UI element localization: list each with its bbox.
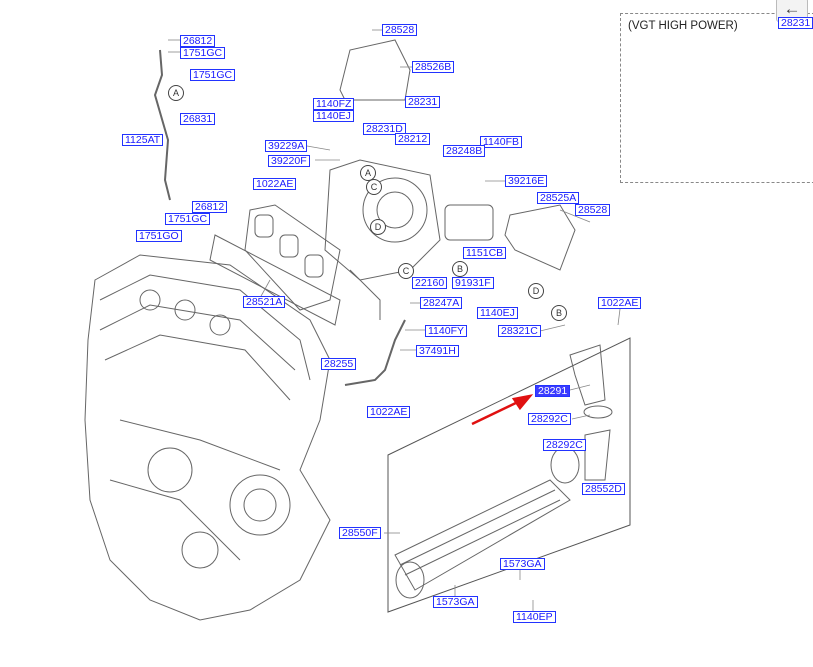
part-label-39216e[interactable]: 39216E bbox=[505, 175, 548, 187]
part-label-28528[interactable]: 28528 bbox=[575, 204, 611, 216]
part-label-28247a[interactable]: 28247A bbox=[420, 297, 463, 309]
callout-d: D bbox=[370, 219, 386, 235]
part-label-1022ae[interactable]: 1022AE bbox=[367, 406, 411, 418]
part-label-1140fz[interactable]: 1140FZ bbox=[313, 98, 355, 110]
part-label-91931f[interactable]: 91931F bbox=[452, 277, 494, 289]
egr-group-outline bbox=[387, 337, 631, 613]
inset-part-label[interactable]: 28231 bbox=[778, 17, 813, 29]
inset-title: (VGT HIGH POWER) bbox=[628, 20, 738, 32]
part-label-28526b[interactable]: 28526B bbox=[412, 61, 455, 73]
actuator-drawing bbox=[444, 204, 494, 241]
callout-b: B bbox=[551, 305, 567, 321]
part-label-1125at[interactable]: 1125AT bbox=[122, 134, 164, 146]
part-label-28291[interactable]: 28291 bbox=[535, 385, 571, 397]
part-label-28231[interactable]: 28231 bbox=[405, 96, 441, 108]
oil-feed-pipe-drawing bbox=[153, 49, 171, 201]
part-label-28212[interactable]: 28212 bbox=[395, 133, 431, 145]
part-label-1573ga[interactable]: 1573GA bbox=[500, 558, 545, 570]
part-label-26812[interactable]: 26812 bbox=[192, 201, 228, 213]
part-label-1140fb[interactable]: 1140FB bbox=[480, 136, 522, 148]
callout-c: C bbox=[398, 263, 414, 279]
part-label-39220f[interactable]: 39220F bbox=[268, 155, 310, 167]
inset-panel bbox=[620, 13, 813, 183]
turbocharger-drawing bbox=[324, 39, 441, 320]
egr-pipe-drawing bbox=[569, 344, 606, 406]
callout-c: C bbox=[366, 179, 382, 195]
exhaust-manifold-drawing bbox=[209, 204, 341, 326]
part-label-1751gc[interactable]: 1751GC bbox=[190, 69, 236, 81]
callout-d: D bbox=[528, 283, 544, 299]
part-label-28550f[interactable]: 28550F bbox=[339, 527, 381, 539]
part-label-28552d[interactable]: 28552D bbox=[582, 483, 625, 495]
part-label-26831[interactable]: 26831 bbox=[180, 113, 216, 125]
part-label-1151cb[interactable]: 1151CB bbox=[463, 247, 507, 259]
part-label-1751gc[interactable]: 1751GC bbox=[180, 47, 226, 59]
egr-cooler-drawing bbox=[394, 479, 571, 591]
part-label-1751go[interactable]: 1751GO bbox=[136, 230, 182, 242]
part-label-28528[interactable]: 28528 bbox=[382, 24, 418, 36]
part-label-1022ae[interactable]: 1022AE bbox=[253, 178, 297, 190]
part-label-22160[interactable]: 22160 bbox=[412, 277, 448, 289]
part-label-1140ej[interactable]: 1140EJ bbox=[477, 307, 518, 319]
part-label-39229a[interactable]: 39229A bbox=[265, 140, 308, 152]
part-label-1140ej[interactable]: 1140EJ bbox=[313, 110, 354, 122]
part-label-28521a[interactable]: 28521A bbox=[243, 296, 286, 308]
highlight-arrow bbox=[471, 394, 534, 426]
part-label-28255[interactable]: 28255 bbox=[321, 358, 357, 370]
callout-a: A bbox=[168, 85, 184, 101]
part-label-1751gc[interactable]: 1751GC bbox=[165, 213, 211, 225]
part-label-1140ep[interactable]: 1140EP bbox=[513, 611, 556, 623]
part-label-28231d[interactable]: 28231D bbox=[363, 123, 406, 135]
part-label-1022ae[interactable]: 1022AE bbox=[598, 297, 642, 309]
engine-block-drawing bbox=[84, 254, 331, 621]
part-label-28292c[interactable]: 28292C bbox=[543, 439, 586, 451]
part-label-37491h[interactable]: 37491H bbox=[416, 345, 459, 357]
callout-b: B bbox=[452, 261, 468, 277]
part-label-28321c[interactable]: 28321C bbox=[498, 325, 541, 337]
back-arrow-icon[interactable]: ← bbox=[776, 0, 808, 22]
heat-shield-drawing bbox=[504, 204, 576, 271]
part-label-1573ga[interactable]: 1573GA bbox=[433, 596, 478, 608]
part-label-28292c[interactable]: 28292C bbox=[528, 413, 571, 425]
part-label-26812[interactable]: 26812 bbox=[180, 35, 216, 47]
oil-return-pipe-drawing bbox=[344, 319, 406, 386]
part-label-28248b[interactable]: 28248B bbox=[443, 145, 486, 157]
part-label-1140fy[interactable]: 1140FY bbox=[425, 325, 467, 337]
part-label-28525a[interactable]: 28525A bbox=[537, 192, 580, 204]
